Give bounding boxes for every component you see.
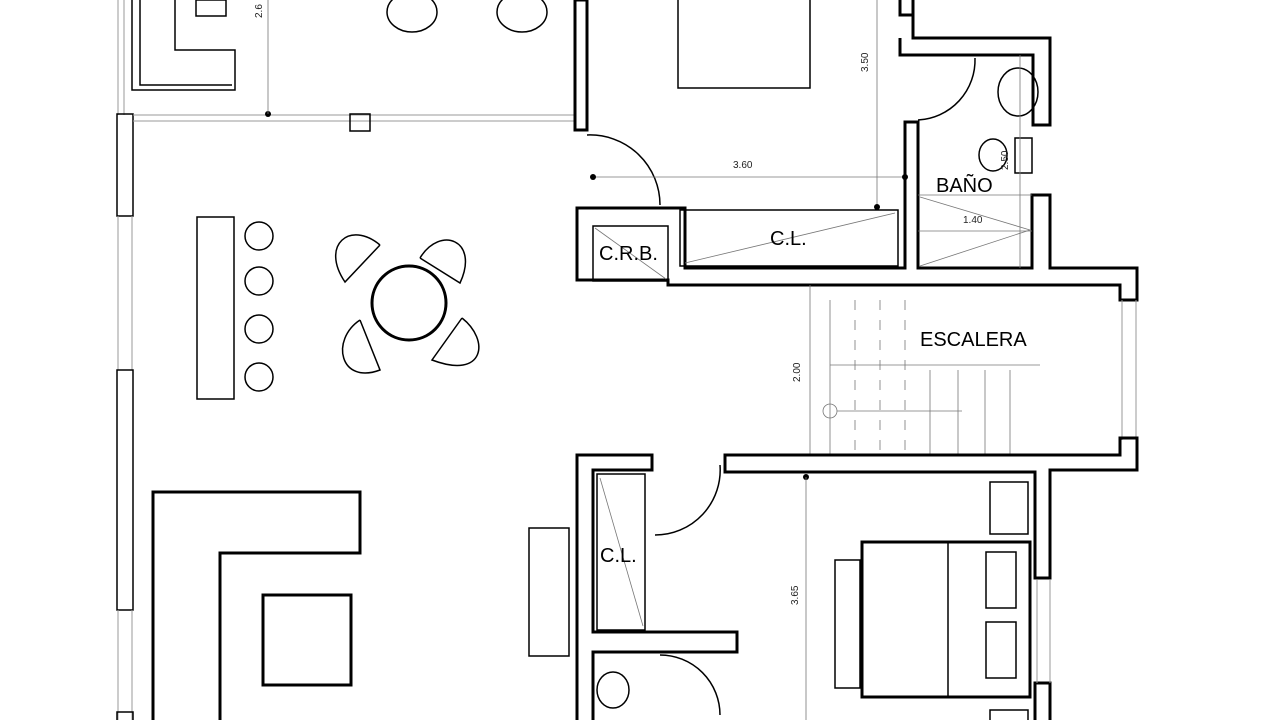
lower-walls (723, 436, 1139, 580)
dim-stairs: 2.00 (792, 362, 803, 382)
closet-top (679, 209, 899, 267)
sink-icon (596, 671, 630, 709)
nightstand (989, 481, 1029, 535)
stool (244, 314, 274, 344)
left-exterior-wall (116, 0, 134, 720)
dim-top-left: 2.6 (254, 4, 265, 18)
glass-partition (133, 0, 575, 132)
chair (430, 317, 480, 367)
closet-bottom (596, 473, 646, 631)
chair-top (496, 0, 548, 33)
lower-closet-walls (575, 453, 739, 720)
sofa-top (131, 0, 236, 91)
chair (419, 239, 467, 285)
bed-top (677, 0, 811, 89)
dim-hall: 3.60 (733, 160, 753, 171)
dim-bedroom: 3.50 (860, 52, 871, 72)
wall (573, 0, 589, 132)
chair (334, 234, 381, 284)
label-bathroom: BAÑO (936, 173, 993, 197)
bench (834, 559, 861, 689)
sink-icon (997, 67, 1039, 117)
label-stairs: ESCALERA (920, 329, 1027, 351)
door-swing (586, 134, 661, 206)
dim-bath-h: 1.40 (963, 215, 983, 226)
label-crb: C.R.B. (599, 243, 658, 265)
bed (860, 540, 1032, 699)
bar-counter (196, 216, 235, 400)
chair-top (386, 0, 438, 33)
chair (341, 319, 381, 374)
sofa-l (151, 490, 362, 720)
side-table (195, 0, 227, 17)
pillow (985, 551, 1017, 609)
pillow (985, 621, 1017, 679)
dim-bedroom2: 3.65 (790, 585, 801, 605)
staircase (809, 285, 1137, 455)
stool (244, 362, 274, 392)
crb-closet (592, 225, 669, 282)
dim-bath-v: 2.50 (1000, 150, 1011, 170)
toilet-icon (978, 138, 1008, 172)
dining-table (370, 264, 448, 342)
door-swing (654, 464, 721, 536)
bath-walls (898, 13, 1052, 127)
label-closet-top: C.L. (770, 228, 807, 250)
coffee-table (261, 593, 353, 687)
cabinet (528, 527, 570, 657)
stool (244, 266, 274, 296)
core-walls (575, 120, 1139, 302)
stool (244, 221, 274, 251)
label-closet-bottom: C.L. (600, 545, 637, 567)
bath-door-swing (917, 57, 976, 121)
